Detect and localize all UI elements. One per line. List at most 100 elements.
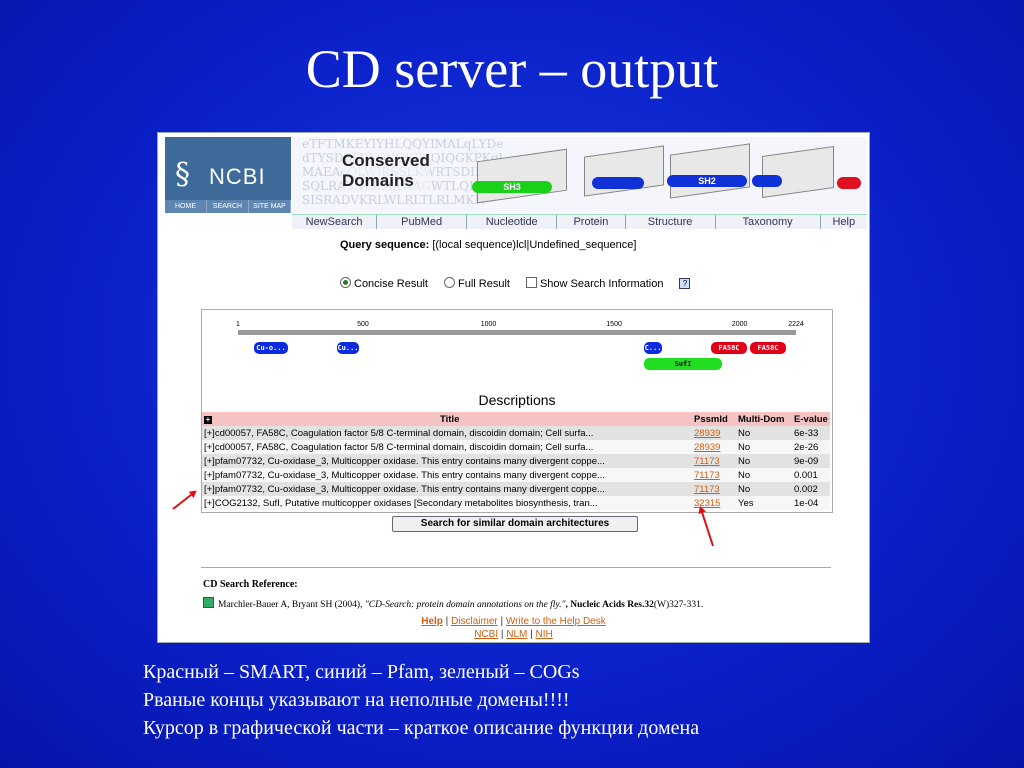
reference-citation: Marchler-Bauer A, Bryant SH (2004), "CD-… xyxy=(203,597,703,610)
row-evalue: 1e-04 xyxy=(792,496,830,510)
banner-sh3-bar: SH3 xyxy=(472,181,552,193)
domain-fa58c-1[interactable]: FA58C xyxy=(711,342,747,354)
slide-title: CD server – output xyxy=(305,39,719,99)
row-title[interactable]: [+]cd00057, FA58C, Coagulation factor 5/… xyxy=(202,426,692,440)
table-row[interactable]: [+]pfam07732, Cu-oxidase_3, Multicopper … xyxy=(202,454,830,468)
query-sequence: Query sequence: [(local sequence)lcl|Und… xyxy=(340,239,636,251)
row-title[interactable]: [+]pfam07732, Cu-oxidase_3, Multicopper … xyxy=(202,454,692,468)
multidom-column-header: Multi-Dom xyxy=(736,412,792,426)
page-header: § NCBI HOME SEARCH SITE MAP eTFTMKEYIYHL… xyxy=(165,137,867,229)
expand-all-icon[interactable]: + xyxy=(204,414,212,424)
pubmed-icon[interactable] xyxy=(203,597,214,608)
ruler-tick-label: 1 xyxy=(236,321,240,328)
ruler-tick-label: 500 xyxy=(357,321,369,328)
domain-cu-oxidase-3[interactable]: C... xyxy=(644,342,662,354)
top-nav: NewSearch PubMed Nucleotide Protein Stru… xyxy=(292,214,867,229)
domain-cu-oxidase-2[interactable]: Cu... xyxy=(337,342,359,354)
row-pssmid[interactable]: 28939 xyxy=(692,440,736,454)
domain-cu-oxidase-1[interactable]: Cu-o... xyxy=(254,342,288,354)
row-multidom: No xyxy=(736,468,792,482)
row-pssmid[interactable]: 71173 xyxy=(692,482,736,496)
divider xyxy=(201,567,831,568)
row-multidom: No xyxy=(736,482,792,496)
caption-line: Рваные концы указывают на неполные домен… xyxy=(143,689,570,711)
row-pssmid[interactable]: 71173 xyxy=(692,468,736,482)
footer-help-link[interactable]: Help xyxy=(421,616,443,627)
table-row[interactable]: [+]cd00057, FA58C, Coagulation factor 5/… xyxy=(202,426,830,440)
nav-help[interactable]: Help xyxy=(832,216,856,228)
row-title[interactable]: [+]pfam07732, Cu-oxidase_3, Multicopper … xyxy=(202,482,692,496)
nav-newsearch[interactable]: NewSearch xyxy=(292,215,378,229)
query-value: [(local sequence)lcl|Undefined_sequence] xyxy=(432,239,637,251)
nav-structure[interactable]: Structure xyxy=(626,215,716,229)
help-icon[interactable]: ? xyxy=(679,278,691,289)
ruler-tick-label: 1000 xyxy=(480,321,497,328)
title-column-header: +Title xyxy=(202,412,692,426)
helix-icon: § xyxy=(175,157,190,192)
row-pssmid[interactable]: 71173 xyxy=(692,454,736,468)
logo-text: NCBI xyxy=(209,164,266,189)
table-row[interactable]: [+]COG2132, SufI, Putative multicopper o… xyxy=(202,496,830,510)
banner-red-bar xyxy=(837,177,861,189)
footer-disclaimer-link[interactable]: Disclaimer xyxy=(451,616,498,627)
row-multidom: Yes xyxy=(736,496,792,510)
results-table: +Title PssmId Multi-Dom E-value [+]cd000… xyxy=(202,412,830,510)
home-link[interactable]: HOME xyxy=(165,200,207,213)
full-result-radio[interactable]: Full Result xyxy=(443,277,510,290)
radio-selected-icon[interactable] xyxy=(340,277,351,288)
row-title[interactable]: [+]pfam07732, Cu-oxidase_3, Multicopper … xyxy=(202,468,692,482)
sequence-ruler: 1 500 1000 1500 2000 2224 xyxy=(236,321,804,335)
row-multidom: No xyxy=(736,454,792,468)
evalue-column-header: E-value xyxy=(792,412,830,426)
row-title[interactable]: [+]cd00057, FA58C, Coagulation factor 5/… xyxy=(202,440,692,454)
ruler-tick-label: 1500 xyxy=(606,321,622,328)
nav-taxonomy[interactable]: Taxonomy xyxy=(716,215,821,229)
domain-fa58c-2[interactable]: FA58C xyxy=(750,342,786,354)
row-evalue: 6e-33 xyxy=(792,426,830,440)
radio-icon[interactable] xyxy=(443,277,455,288)
row-evalue: 0.002 xyxy=(792,482,830,496)
caption-line: Курсор в графической части – краткое опи… xyxy=(143,717,700,739)
footer-helpdesk-link[interactable]: Write to the Help Desk xyxy=(505,616,606,627)
row-multidom: No xyxy=(736,440,792,454)
table-row[interactable]: [+]pfam07732, Cu-oxidase_3, Multicopper … xyxy=(202,468,830,482)
search-link[interactable]: SEARCH xyxy=(207,200,249,213)
table-header: +Title PssmId Multi-Dom E-value xyxy=(202,412,830,426)
search-similar-architectures-button[interactable]: Search for similar domain architectures xyxy=(392,516,638,532)
caption-line: Красный – SMART, синий – Pfam, зеленый –… xyxy=(143,661,580,683)
footer-ncbi-link[interactable]: NCBI xyxy=(474,629,499,640)
concise-result-radio[interactable]: Concise Result xyxy=(340,277,428,290)
nav-protein[interactable]: Protein xyxy=(557,215,626,229)
query-label: Query sequence: xyxy=(340,239,430,251)
result-options: Concise Result Full Result Show Search I… xyxy=(340,277,691,290)
footer-nlm-link[interactable]: NLM xyxy=(506,629,528,640)
show-search-info-checkbox[interactable]: Show Search Information xyxy=(525,277,663,290)
checkbox-icon[interactable] xyxy=(525,277,537,288)
pssmid-column-header: PssmId xyxy=(692,412,736,426)
domain-graphic-panel: 1 500 1000 1500 2000 2224 Cu-o... Cu... … xyxy=(201,309,833,513)
row-title[interactable]: [+]COG2132, SufI, Putative multicopper o… xyxy=(202,496,692,510)
ncbi-logo[interactable]: § NCBI HOME SEARCH SITE MAP xyxy=(165,137,291,213)
footer-nih-link[interactable]: NIH xyxy=(535,629,553,640)
conserved-domains-banner: eTFTMKEYIYHLQQYIMALqLYDedTYSDSLRLQVQKPVQ… xyxy=(292,137,867,213)
row-pssmid[interactable]: 28939 xyxy=(692,426,736,440)
row-evalue: 2e-26 xyxy=(792,440,830,454)
row-multidom: No xyxy=(736,426,792,440)
table-row[interactable]: [+]pfam07732, Cu-oxidase_3, Multicopper … xyxy=(202,482,830,496)
banner-blue-bar xyxy=(752,175,782,187)
descriptions-title: Descriptions xyxy=(478,392,556,408)
logo-links: HOME SEARCH SITE MAP xyxy=(165,200,291,213)
ruler-tick-label: 2000 xyxy=(731,321,748,328)
nav-nucleotide[interactable]: Nucleotide xyxy=(467,215,558,229)
ruler-tick-label: 2224 xyxy=(788,321,804,328)
site-map-link[interactable]: SITE MAP xyxy=(249,200,291,213)
screenshot-panel: § NCBI HOME SEARCH SITE MAP eTFTMKEYIYHL… xyxy=(157,132,870,643)
banner-blue-bar xyxy=(592,177,644,189)
footer-links: Help | Disclaimer | Write to the Help De… xyxy=(421,616,606,640)
reference-heading: CD Search Reference: xyxy=(203,579,298,590)
row-evalue: 9e-09 xyxy=(792,454,830,468)
domain-sufi[interactable]: SufI xyxy=(644,358,722,370)
table-row[interactable]: [+]cd00057, FA58C, Coagulation factor 5/… xyxy=(202,440,830,454)
nav-pubmed[interactable]: PubMed xyxy=(377,215,468,229)
